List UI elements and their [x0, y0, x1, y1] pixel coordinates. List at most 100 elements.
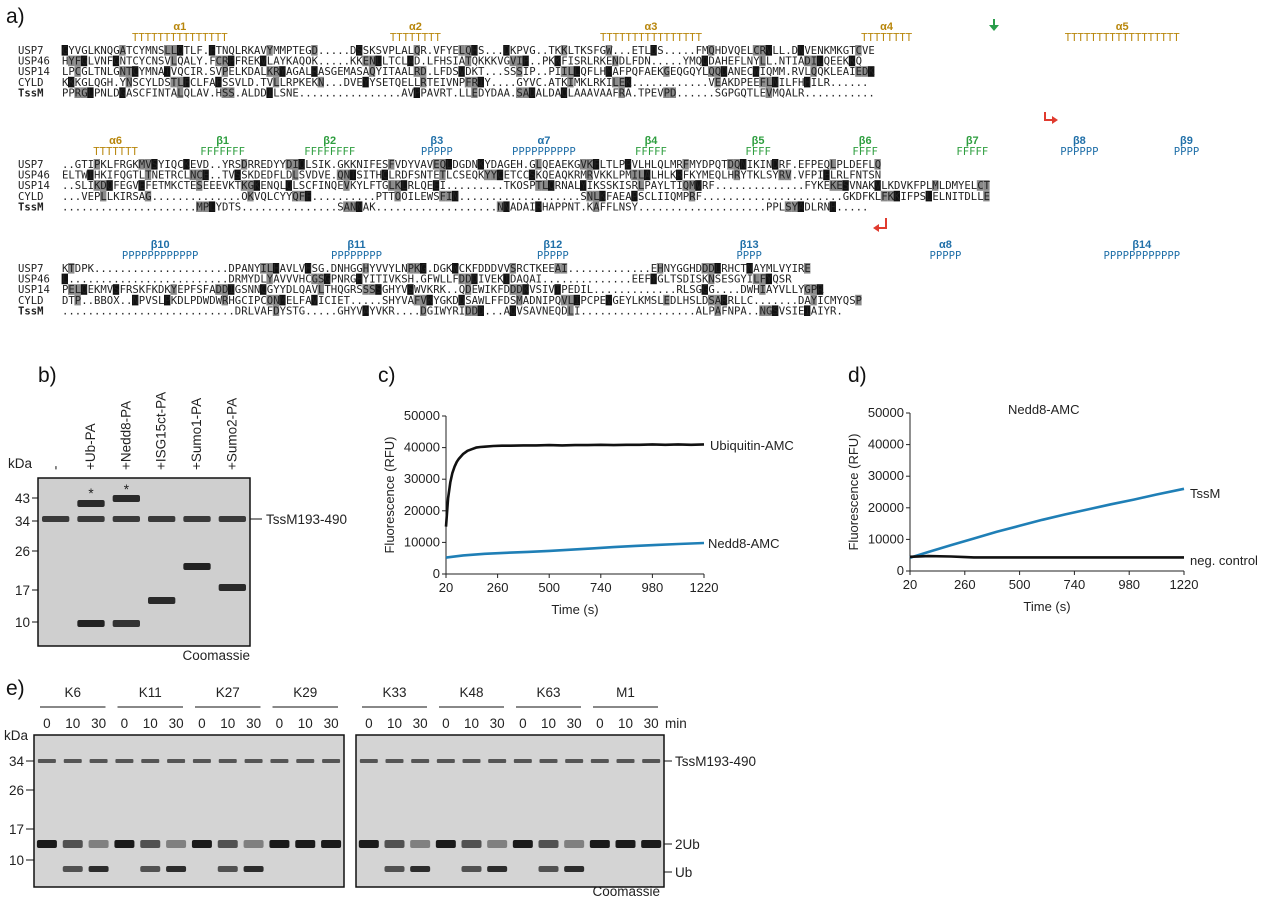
timepoint-label: 10 [65, 716, 80, 731]
residue-shade [260, 55, 267, 67]
gel-frame [33, 734, 345, 888]
y-tick-label: 0 [433, 566, 440, 581]
residue-shade [560, 294, 568, 306]
residue-shade [605, 66, 612, 77]
seq-name: USP46 [18, 170, 50, 182]
residue-shade [272, 294, 280, 306]
residue-shade [976, 180, 984, 191]
residue-shade [765, 76, 772, 88]
residue-shade [106, 180, 113, 191]
seq-name: TssM [18, 201, 44, 213]
residue-shade [196, 180, 203, 191]
tssm-band [218, 759, 237, 763]
tssm-band [89, 759, 108, 763]
residue-shade [708, 263, 715, 274]
ss-label: β8 [1073, 135, 1086, 147]
residue-shade [266, 294, 273, 306]
residue-shade [458, 66, 465, 77]
tssm-band [385, 759, 404, 763]
residue-shade [663, 294, 670, 306]
residue-shade [765, 45, 772, 56]
ss-label: α6 [109, 135, 122, 147]
residue-shade [714, 76, 721, 88]
ss-label: β7 [966, 135, 979, 147]
series-line [444, 443, 705, 527]
gel-frame [37, 477, 251, 647]
residue-shade [708, 45, 715, 56]
residue-shade [528, 169, 536, 181]
lane-label: +Sumo2-PA [224, 398, 239, 470]
seq-text: ..SLIKDQFEGVEFETMKCTESEEEVKTKGKENQLQLSCF… [62, 180, 991, 192]
residue-shade [144, 169, 152, 181]
ss-string: TTTTTTTT [390, 32, 442, 44]
residue-shade [311, 45, 318, 56]
residue-shade [618, 76, 625, 88]
residue-shade [439, 159, 446, 170]
residue-shade [407, 263, 414, 274]
residue-shade [388, 180, 395, 191]
tssm-band [590, 759, 609, 763]
diub-band [166, 840, 187, 848]
residue-shade [855, 45, 862, 56]
diub-band [321, 840, 342, 848]
residue-shade [535, 201, 542, 212]
x-tick-label: 260 [487, 580, 509, 595]
protein-band [112, 620, 140, 627]
x-axis-label: Time (s) [551, 602, 598, 617]
residue-shade [477, 305, 484, 316]
residue-shade [631, 190, 638, 202]
ss-string: PPPPPPPP [331, 250, 382, 262]
residue-shade [452, 263, 459, 274]
tssm-band [112, 516, 140, 522]
residue-shade [132, 66, 139, 77]
ss-string: FFFFF [635, 146, 667, 158]
residue-shade [535, 159, 542, 170]
x-tick-label: 260 [954, 577, 976, 592]
residue-shade [925, 190, 932, 202]
y-tick-label: 30000 [868, 468, 904, 483]
diub-band [36, 840, 57, 848]
tssm-band [642, 759, 661, 763]
residue-shade [343, 169, 350, 181]
kda-marker: 17 [9, 822, 24, 837]
residue-shade [714, 263, 721, 274]
tssm-band [488, 759, 507, 763]
residue-shade [663, 66, 670, 77]
x-tick-label: 740 [590, 580, 612, 595]
residue-shade [80, 87, 88, 98]
residue-shade [554, 55, 561, 67]
residue-shade [752, 45, 760, 56]
diub-band [243, 840, 264, 848]
residue-shade [407, 284, 414, 295]
ss-label: α8 [939, 239, 952, 251]
linkage-label: K63 [536, 685, 560, 700]
residue-shade [196, 169, 203, 181]
residue-shade [503, 45, 510, 56]
residue-shade [221, 294, 228, 306]
ss-label: β2 [323, 135, 336, 147]
tssm-band [616, 759, 635, 763]
ss-string: FFFF [852, 146, 878, 158]
y-tick-label: 20000 [868, 500, 904, 515]
seq-text: .....................MPLYDTS............… [62, 201, 868, 213]
residue-shade [669, 87, 676, 98]
ub-band [564, 866, 585, 872]
residue-shade [266, 45, 273, 56]
residue-shade [183, 159, 190, 170]
red-arrow-head-icon [873, 224, 879, 232]
residue-shade [708, 66, 715, 77]
seq-name: TssM [18, 87, 44, 99]
ss-string: FFFFFFFF [304, 146, 355, 158]
ss-string: PPPP [1174, 146, 1200, 158]
residue-shade [388, 159, 395, 170]
seq-text: GYVGLKNQGATCYMNSLLQTLF.FTNQLRKAVYMMPTEGD… [62, 45, 875, 57]
tssm-band [115, 759, 134, 763]
diub-band [512, 840, 533, 848]
residue-shade [733, 159, 740, 170]
diub-band [62, 840, 83, 848]
ss-string: PPPPP [537, 250, 569, 262]
tssm-band [296, 759, 315, 763]
residue-shade [349, 201, 356, 212]
residue-shade [464, 45, 472, 56]
